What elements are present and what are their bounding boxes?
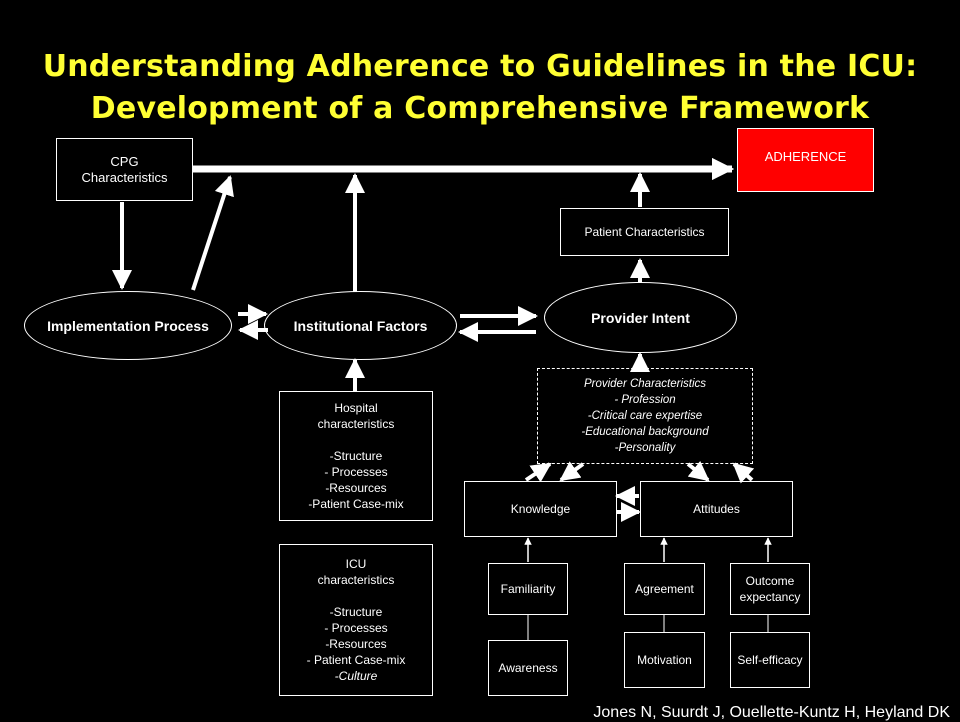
adherence-box: ADHERENCE: [737, 128, 874, 192]
citation: Jones N, Suurdt J, Ouellette-Kuntz H, He…: [593, 704, 950, 721]
awareness-box: Awareness: [488, 640, 568, 696]
familiarity-box: Familiarity: [488, 563, 568, 615]
outcome-line-2: expectancy: [739, 590, 801, 604]
icu-characteristics-box: ICU characteristics -Structure - Process…: [279, 544, 433, 696]
arrow-implementation-to-main: [191, 175, 234, 291]
provider-characteristics-item: - Profession: [614, 394, 676, 406]
title-line-2: Development of a Comprehensive Framework: [90, 91, 870, 126]
self-efficacy-box: Self-efficacy: [730, 632, 810, 688]
hospital-item: -Resources: [325, 481, 387, 495]
arrow-knowledge-to-providerchars-left: [524, 462, 552, 483]
icu-item: -Culture: [334, 669, 378, 683]
cpg-characteristics-box: CPG Characteristics: [56, 138, 193, 201]
icu-item: - Processes: [324, 621, 388, 635]
patient-characteristics-box: Patient Characteristics: [560, 208, 729, 256]
outcome-expectancy-box: Outcome expectancy: [730, 563, 810, 615]
hospital-characteristics-box: Hospital characteristics -Structure - Pr…: [279, 391, 433, 521]
knowledge-box: Knowledge: [464, 481, 617, 537]
provider-characteristics-item: -Personality: [614, 442, 676, 454]
title-line-1: Understanding Adherence to Guidelines in…: [42, 49, 918, 84]
icu-item: -Resources: [325, 637, 387, 651]
institutional-factors-ellipse: Institutional Factors: [264, 291, 457, 360]
hospital-item: - Processes: [324, 465, 388, 479]
attitudes-box: Attitudes: [640, 481, 793, 537]
implementation-process-ellipse: Implementation Process: [24, 291, 232, 360]
hospital-heading-2: characteristics: [317, 417, 395, 431]
arrow-providerchars-to-attitudes: [686, 460, 710, 482]
agreement-box: Agreement: [624, 563, 705, 615]
arrow-attitudes-to-providerchars: [732, 462, 755, 484]
icu-item: - Patient Case-mix: [306, 653, 406, 667]
provider-characteristics-box: Provider Characteristics - Profession -C…: [537, 368, 753, 464]
hospital-heading-1: Hospital: [334, 401, 378, 415]
icu-item: -Structure: [329, 605, 383, 619]
motivation-box: Motivation: [624, 632, 705, 688]
hospital-item: -Structure: [329, 449, 383, 463]
provider-characteristics-item: -Educational background: [581, 426, 709, 438]
icu-heading-1: ICU: [345, 557, 367, 571]
outcome-line-1: Outcome: [745, 574, 795, 588]
hospital-item: -Patient Case-mix: [308, 497, 404, 511]
provider-characteristics-item: -Critical care expertise: [587, 410, 703, 422]
arrow-providerchars-to-knowledge: [559, 461, 585, 482]
provider-intent-ellipse: Provider Intent: [544, 282, 737, 353]
icu-heading-2: characteristics: [317, 573, 395, 587]
provider-characteristics-heading: Provider Characteristics: [583, 378, 707, 390]
cpg-line-1: CPG: [110, 153, 139, 169]
cpg-line-2: Characteristics: [81, 169, 168, 185]
